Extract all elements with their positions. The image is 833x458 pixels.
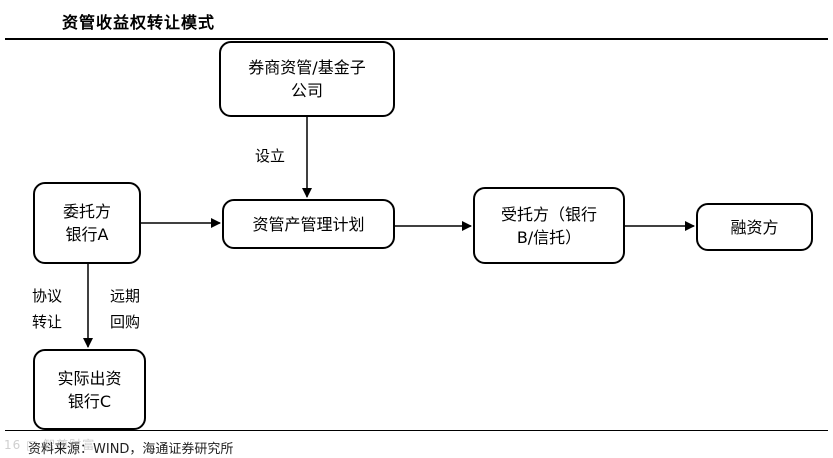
node-broker-asset-mgmt: 券商资管/基金子 公司 bbox=[219, 41, 395, 117]
edge-label-forward-line2: 回购 bbox=[109, 313, 140, 331]
node-financier-label: 融资方 bbox=[730, 217, 779, 237]
edge-label-agreement-line1: 协议 bbox=[31, 287, 62, 305]
node-investor-line1: 实际出资 bbox=[57, 368, 122, 388]
node-trustee-line2: B/信托） bbox=[516, 227, 582, 247]
header-divider bbox=[5, 38, 828, 40]
node-entrustor-line1: 委托方 bbox=[62, 202, 111, 221]
node-investor-line2: 银行C bbox=[67, 391, 112, 411]
edge-label-agreement-transfer: 协议 转让 bbox=[24, 283, 70, 335]
edge-label-forward-line1: 远期 bbox=[109, 287, 140, 305]
footer-divider bbox=[5, 430, 828, 431]
node-financier: 融资方 bbox=[696, 203, 813, 251]
node-broker-line1: 券商资管/基金子 bbox=[248, 58, 366, 77]
watermark: 16 □ 智尊财富 bbox=[4, 438, 96, 452]
node-entrustor-bank-a: 委托方 银行A bbox=[33, 182, 141, 264]
node-asset-mgmt-plan: 资管产管理计划 bbox=[222, 199, 395, 249]
node-entrustor-line2: 银行A bbox=[65, 225, 109, 244]
source-note: 资料来源：WIND，海通证券研究所 bbox=[28, 442, 234, 457]
edge-label-establish: 设立 bbox=[254, 147, 285, 165]
edge-label-forward-repurchase: 远期 回购 bbox=[102, 283, 148, 335]
node-trustee: 受托方（银行 B/信托） bbox=[473, 187, 625, 264]
node-investor-bank-c: 实际出资 银行C bbox=[33, 349, 146, 430]
edge-label-agreement-line2: 转让 bbox=[31, 313, 62, 331]
node-trustee-line1: 受托方（银行 bbox=[500, 204, 597, 224]
node-broker-line2: 公司 bbox=[290, 81, 323, 100]
node-plan-label: 资管产管理计划 bbox=[252, 214, 365, 234]
page-title: 资管收益权转让模式 bbox=[62, 13, 216, 32]
